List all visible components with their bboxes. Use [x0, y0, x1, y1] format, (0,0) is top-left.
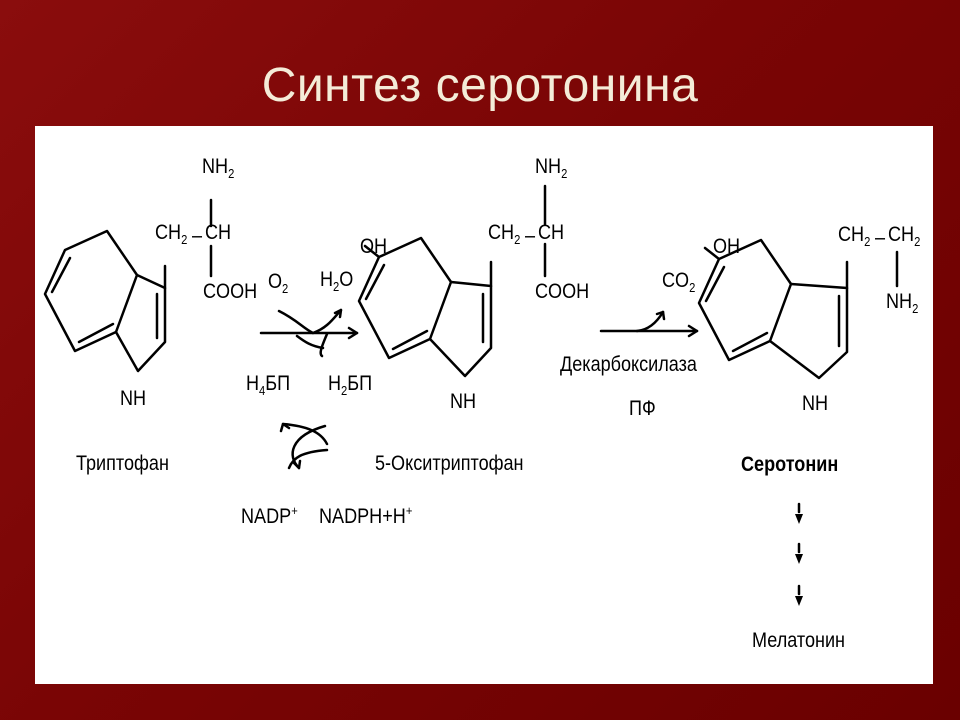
- serotonin-bond-dash: –: [875, 226, 886, 249]
- cofactor-cycle: [279, 422, 329, 470]
- tryptophan-benzene-ring: [43, 229, 139, 353]
- hydroxytryptophan-nh-label: NH: [450, 390, 477, 413]
- tryptophan-nh2-label: NH2: [202, 155, 235, 182]
- tryptophan-bond-dash: –: [192, 224, 203, 247]
- enzyme-label: Декарбоксилаза: [560, 353, 697, 376]
- nadph-label: NADPH+H+: [319, 503, 413, 528]
- serotonin-benzene-ring: [697, 238, 793, 362]
- oxygen-label: O2: [268, 270, 289, 297]
- hydroxytryptophan-pyrrole-ring: [428, 280, 493, 378]
- decarboxylation-arrow: [599, 310, 699, 338]
- serotonin-indole-ring: [697, 238, 899, 380]
- tryptophan-ch-label: CH: [205, 221, 232, 244]
- diagram-panel: NH2 CH2 – CH COOH NH Триптофан O2 H2O H4…: [35, 126, 933, 684]
- hydroxylation-arrow: [259, 308, 359, 358]
- arrow-head-2: [795, 554, 803, 564]
- serotonin-ch2a-label: CH2: [838, 223, 871, 250]
- hydroxytryptophan-indole-ring: [357, 236, 493, 378]
- tryptophan-nh-label: NH: [120, 387, 147, 410]
- nadp-label: NADP+: [241, 503, 298, 528]
- tryptophan-pyrrole-ring: [114, 273, 167, 373]
- serotonin-nh2-label: NH2: [886, 290, 919, 317]
- serotonin-name: Серотонин: [741, 453, 839, 476]
- hydroxytryptophan-cooh-label: COOH: [535, 280, 590, 303]
- tryptophan-cooh-label: COOH: [203, 280, 258, 303]
- melatonin-name: Мелатонин: [752, 629, 846, 652]
- hydroxytryptophan-oh-label: OH: [360, 235, 388, 258]
- hydroxytryptophan-name: 5-Окситриптофан: [375, 452, 524, 475]
- slide-title: Синтез серотонина: [261, 59, 699, 112]
- serotonin-oh-label: OH: [713, 235, 741, 258]
- co2-label: CO2: [662, 269, 696, 296]
- tryptophan-name: Триптофан: [76, 452, 169, 475]
- cofactor-label: ПФ: [629, 397, 656, 420]
- h2bp-label: H2БП: [328, 372, 373, 399]
- arrow-head-1: [795, 514, 803, 524]
- h4bp-label: H4БП: [246, 372, 291, 399]
- water-label: H2O: [320, 268, 354, 295]
- hydroxytryptophan-ch-label: CH: [538, 221, 565, 244]
- tryptophan-indole-ring: [43, 229, 167, 373]
- reaction-scheme: [43, 184, 899, 606]
- hydroxytryptophan-bond-dash: –: [525, 224, 536, 247]
- serotonin-nh-label: NH: [802, 392, 829, 415]
- serotonin-ch2b-label: CH2: [888, 223, 921, 250]
- hydroxytryptophan-ch2-label: CH2: [488, 221, 521, 248]
- tryptophan-ch2-label: CH2: [155, 221, 188, 248]
- hydroxytryptophan-nh2-label: NH2: [535, 155, 568, 182]
- serotonin-pyrrole-ring: [768, 282, 849, 380]
- arrow-head-3: [795, 596, 803, 606]
